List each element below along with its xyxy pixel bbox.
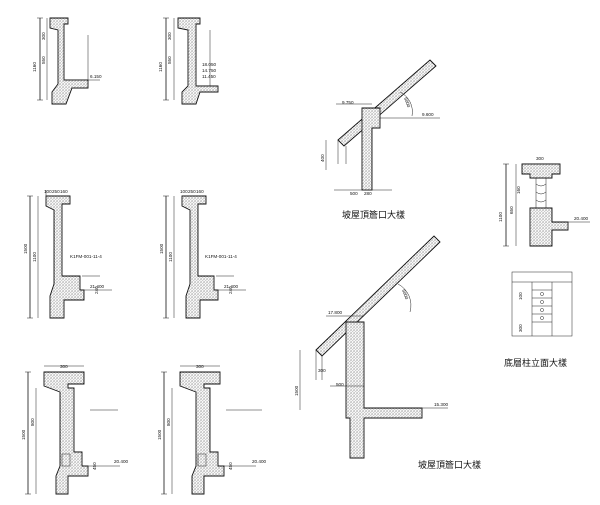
detail-2-level-a: 18.050	[202, 62, 216, 67]
detail-3-dim-mid: 1100	[32, 252, 37, 262]
detail-5-wall	[43, 371, 89, 495]
eave-lower-dim-small: 300	[318, 368, 326, 373]
eave-lower-roof-slab	[315, 235, 441, 357]
column-dim-mid: 650	[509, 206, 514, 214]
detail-2-level-c: 11.450	[202, 74, 216, 79]
detail-5-dim-top: 300	[60, 364, 68, 369]
detail-5-dim-total: 1500	[21, 429, 26, 440]
detail-5-dim-mid: 800	[30, 418, 35, 426]
eave-upper-slope: 6000	[403, 97, 411, 109]
detail-4-dim-top-c: 160	[196, 189, 204, 194]
detail-5-wall-section: 300 1500 800 20.400 450	[21, 364, 128, 495]
column-cap	[521, 163, 561, 179]
column-elevation: 100 300 底層柱立面大樣	[504, 271, 573, 369]
detail-6-wall	[179, 371, 225, 495]
detail-6-level: 20.400	[252, 459, 266, 464]
column-dim-total: 1100	[498, 212, 503, 222]
detail-6-dim-total: 1500	[157, 429, 162, 440]
detail-3-parapet: 100 250 160 1100 1500 K1FM-001-11-4 21.4…	[23, 189, 112, 319]
detail-4-dim-top-a: 100	[180, 189, 188, 194]
eave-upper-level-left: 9.750	[342, 100, 354, 105]
eave-upper-dim-small: 280	[364, 191, 372, 196]
eave-upper-beam	[361, 107, 381, 191]
eave-detail-upper: 9.750 6000 9.600 400 500 280 坡屋頂簷口大樣	[320, 59, 440, 221]
detail-3-dim-top-c: 160	[60, 189, 68, 194]
detail-3-callout: K1FM-001-11-4	[70, 254, 102, 259]
detail-1-level: 6.150	[90, 74, 102, 79]
detail-3-dim-total: 1500	[23, 243, 28, 254]
detail-5-level: 20.400	[114, 459, 128, 464]
detail-6-wall-section: 300 1500 800 20.400 450	[157, 364, 266, 495]
column-base	[529, 207, 569, 247]
eave-lower-level-right: 15.300	[434, 402, 448, 407]
eave-lower-column	[345, 321, 423, 459]
detail-2-wall-section	[177, 17, 219, 105]
eave-lower-level-left: 17.800	[328, 310, 342, 315]
detail-4-dim-total: 1500	[159, 243, 164, 254]
detail-3-level: 21.400	[90, 284, 104, 289]
detail-5-dim-small: 450	[92, 462, 97, 470]
column-dim-small: 160	[516, 186, 521, 194]
eave-upper-dim-h: 500	[350, 191, 358, 196]
detail-6-dim-top: 300	[196, 364, 204, 369]
detail-3-dim-top-b: 250	[52, 189, 60, 194]
detail-3-dim-top-a: 100	[44, 189, 52, 194]
column-elev-dim-b: 300	[518, 324, 523, 332]
eave-detail-lower: 17.800 6000 1500 500 15.300 300 坡屋頂簷口大樣	[294, 235, 481, 471]
detail-1-parapet: 1160 300 550 6.150	[32, 17, 102, 105]
detail-4-dim-small: 240	[228, 286, 233, 294]
detail-4-wall-section	[181, 195, 219, 319]
detail-3-dim-small: 240	[94, 286, 99, 294]
eave-lower-slope: 6000	[401, 289, 409, 301]
detail-2-dim-total: 1160	[158, 62, 163, 72]
detail-1-wall-section	[49, 17, 89, 105]
detail-4-level: 21.400	[224, 284, 238, 289]
detail-2-dim-b: 550	[167, 56, 172, 64]
column-elevation-title: 底層柱立面大樣	[504, 357, 567, 369]
eave-lower-dim-v: 1500	[294, 385, 299, 396]
column-detail: 300 1100 650 20.400 160	[498, 156, 590, 247]
detail-4-dim-top-b: 250	[188, 189, 196, 194]
detail-4-callout: K1FM-001-11-4	[205, 254, 237, 259]
detail-1-dim-total: 1160	[32, 62, 37, 72]
detail-3-wall-section	[45, 195, 85, 319]
eave-upper-dim-v: 400	[320, 154, 325, 162]
column-dim-top: 300	[536, 156, 544, 161]
detail-2-level-b: 14.750	[202, 68, 216, 73]
detail-6-dim-small: 450	[228, 462, 233, 470]
detail-1-dim-b: 550	[41, 56, 46, 64]
detail-2-dim-a: 300	[167, 32, 172, 40]
detail-4-dim-mid: 1100	[168, 252, 173, 262]
eave-lower-dim-h: 500	[336, 382, 344, 387]
column-elev-dim-a: 100	[518, 292, 523, 300]
eave-upper-title: 坡屋頂簷口大樣	[342, 209, 405, 221]
column-level: 20.400	[574, 216, 588, 221]
detail-4-parapet: 100 250 160 1100 1500 K1FM-001-11-4 21.4…	[159, 189, 246, 319]
detail-1-dim-a: 300	[41, 32, 46, 40]
eave-lower-title: 坡屋頂簷口大樣	[418, 459, 481, 471]
eave-upper-level-right: 9.600	[422, 112, 434, 117]
detail-6-dim-mid: 800	[166, 418, 171, 426]
detail-2-parapet: 1160 300 550 18.050 14.750 11.450	[158, 17, 219, 105]
